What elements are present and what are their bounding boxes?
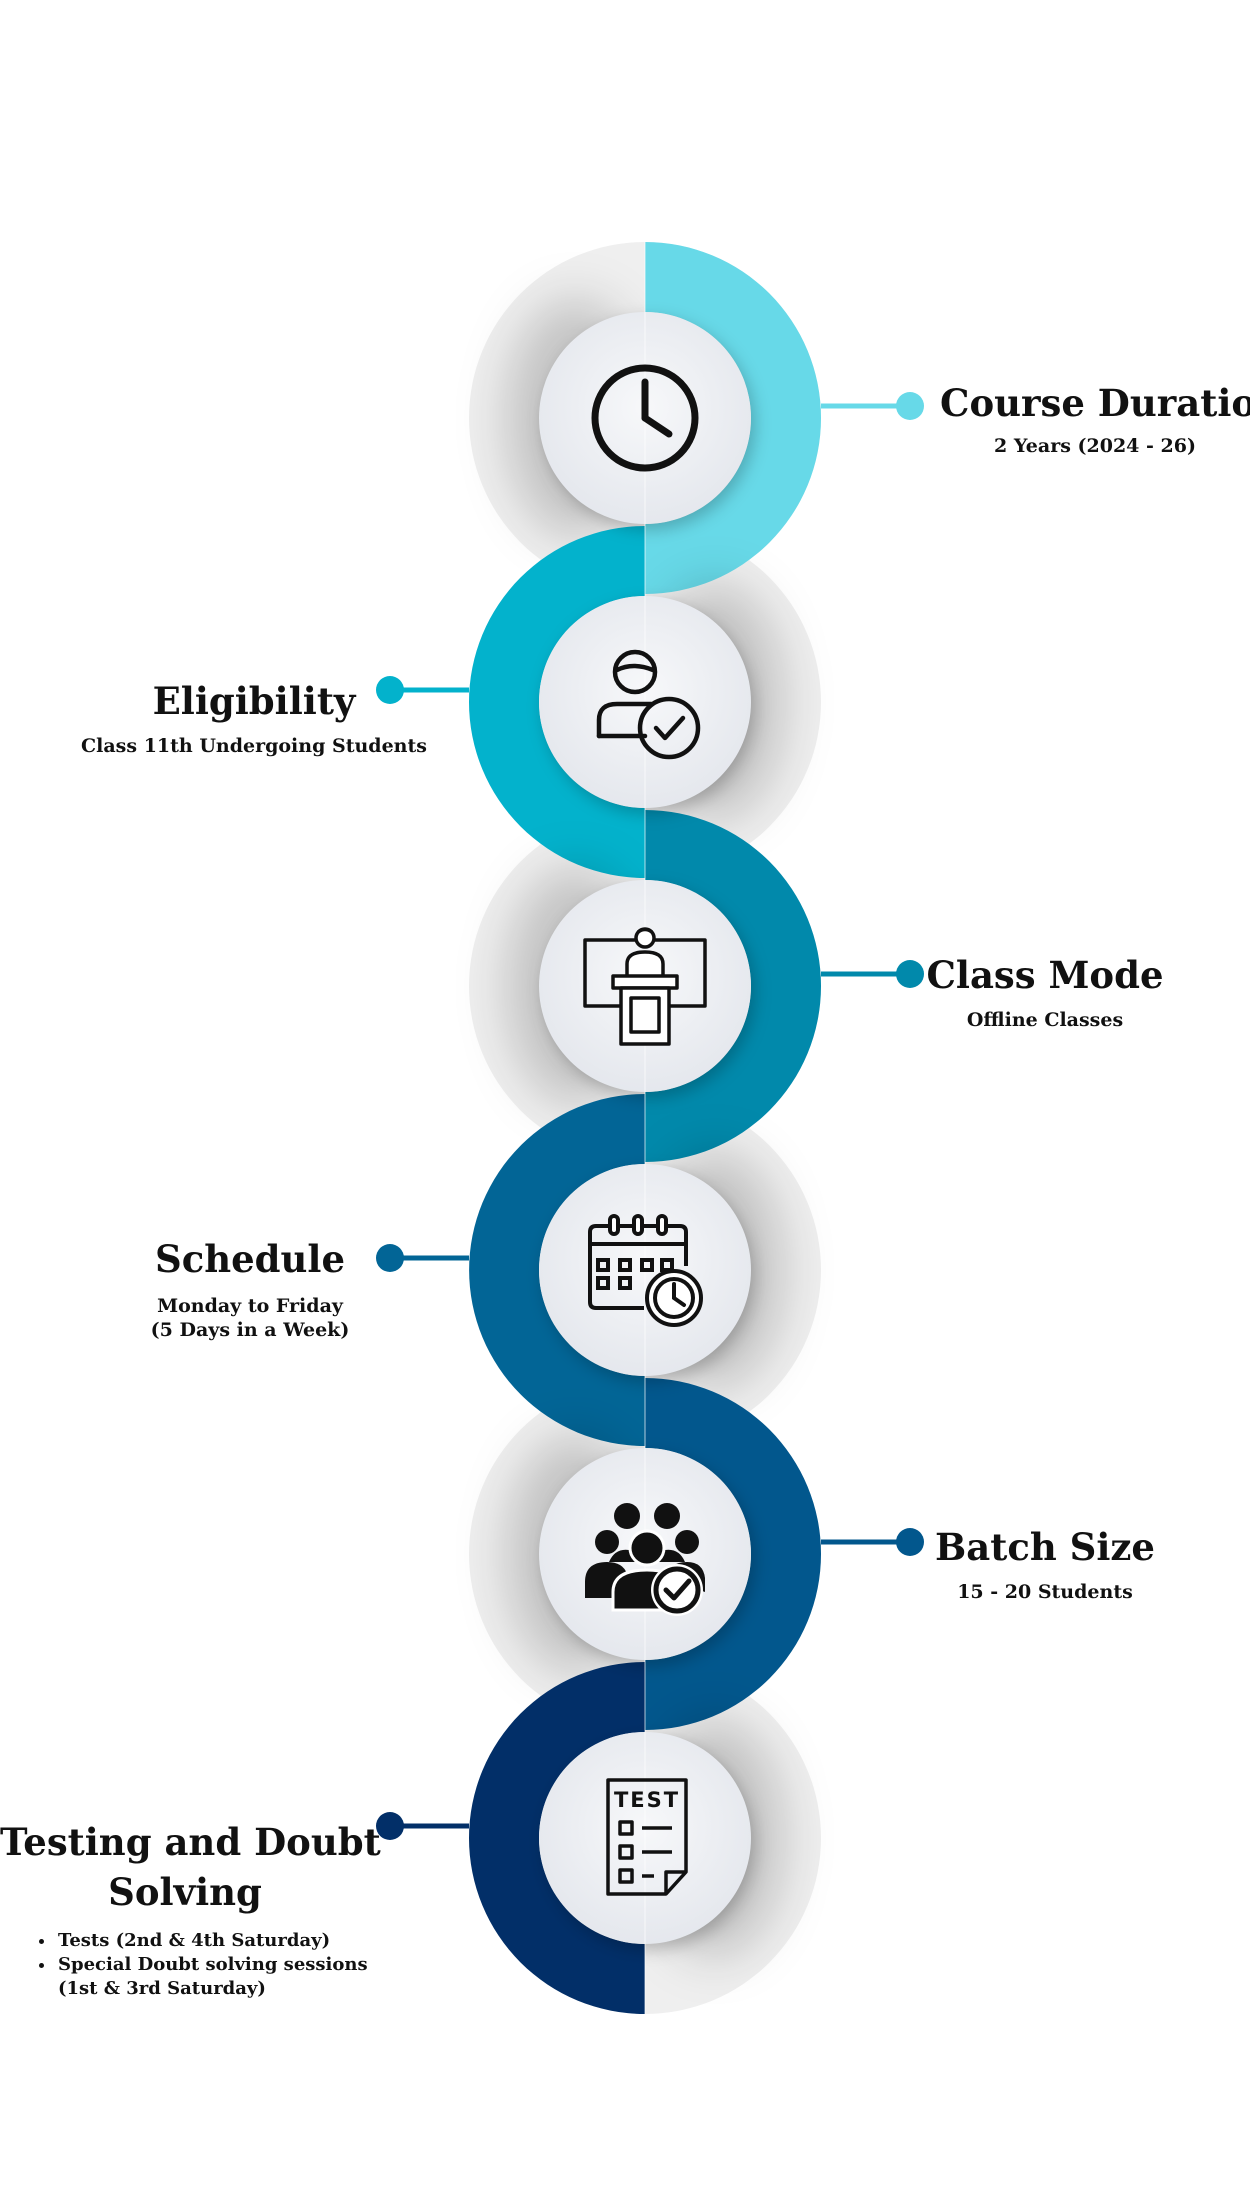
group-check-icon — [583, 1492, 707, 1616]
step-title: Schedule — [154, 1237, 346, 1281]
step-subtitle: 15 - 20 Students — [957, 1581, 1133, 1603]
connector-dot — [896, 1528, 924, 1556]
connector-dot — [376, 1244, 404, 1272]
bullet-item: Tests (2nd & 4th Saturday) — [56, 1929, 376, 1953]
step-schedule: Schedule Monday to Friday (5 Days in a W… — [120, 1234, 380, 1342]
inner-discs — [539, 312, 755, 1950]
calendar-clock-icon — [584, 1208, 708, 1332]
step-title: Class Mode — [926, 953, 1164, 997]
step-title: Eligibility — [152, 679, 356, 723]
step-bullets: Tests (2nd & 4th Saturday) Special Doubt… — [34, 1929, 376, 2001]
step-testing-doubt-solving: Testing and Doubt Solving Tests (2nd & 4… — [0, 1817, 381, 2001]
step-course-duration: Course Duration 2 Years (2024 - 26) — [940, 378, 1250, 458]
connector-dot — [376, 1812, 404, 1840]
step-class-mode: Class Mode Offline Classes — [900, 950, 1190, 1032]
step-eligibility: Eligibility Class 11th Undergoing Studen… — [70, 676, 438, 758]
ring-segment — [469, 1094, 645, 1446]
student-check-icon — [583, 640, 707, 764]
step-batch-size: Batch Size 15 - 20 Students — [900, 1522, 1190, 1604]
test-paper-icon: TEST — [584, 1776, 708, 1900]
ring-segment — [469, 526, 645, 878]
connector-dot — [896, 960, 924, 988]
step-title-line: Testing and Doubt — [0, 1820, 381, 1864]
classroom-podium-icon — [583, 924, 707, 1048]
bullet-item: Special Doubt solving sessions (1st & 3r… — [56, 1953, 376, 2001]
ring-segment — [469, 1662, 645, 2014]
step-subtitle-line: (5 Days in a Week) — [150, 1319, 350, 1341]
step-title: Course Duration — [940, 381, 1250, 425]
step-subtitle: Class 11th Undergoing Students — [81, 735, 427, 757]
ring-segment — [645, 242, 821, 594]
connectors — [376, 392, 924, 1840]
step-subtitle: Offline Classes — [966, 1009, 1124, 1031]
step-subtitle-line: Monday to Friday — [157, 1295, 343, 1317]
connector-dot — [896, 392, 924, 420]
ring-segment — [645, 810, 821, 1162]
clock-icon — [583, 356, 707, 480]
step-subtitle: 2 Years (2024 - 26) — [994, 435, 1196, 457]
step-title-line: Solving — [108, 1870, 262, 1914]
step-title: Batch Size — [935, 1525, 1155, 1569]
test-label: TEST — [614, 1788, 680, 1812]
ring-segment — [645, 1378, 821, 1730]
connector-dot — [376, 676, 404, 704]
inner-disc — [539, 1732, 751, 1944]
